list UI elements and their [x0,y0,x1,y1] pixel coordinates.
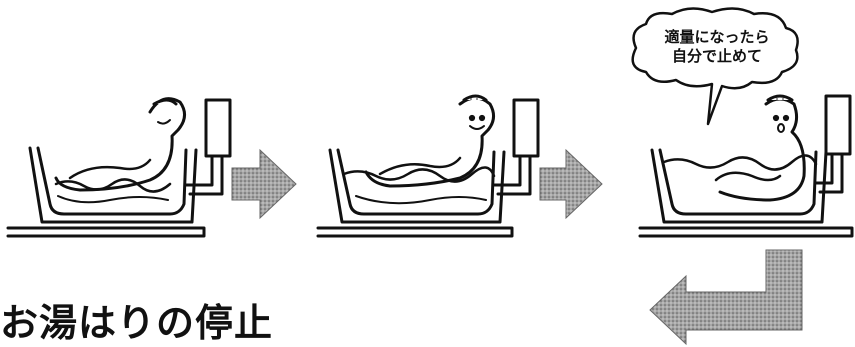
bather [720,99,804,200]
water-heater [514,100,538,156]
bath-scene-filling [318,96,538,236]
arrow-return-left [650,250,802,344]
speech-bubble-line-1: 適量になったら [646,28,788,47]
arrow-right-1 [232,150,296,218]
water-line [664,155,816,169]
arrow-right-2 [540,150,602,218]
bathtub [38,148,186,214]
bathtub [338,150,494,214]
speech-bubble [633,8,798,124]
bath-scene-empty-tub [8,99,230,236]
water-heater [826,96,850,154]
bather [56,99,185,190]
speech-bubble-line-2: 自分で止めて [646,47,788,66]
bath-scene-full [640,96,852,236]
speech-bubble-text: 適量になったら 自分で止めて [646,28,788,66]
section-title: お湯はりの停止 [0,292,273,347]
water-heater [206,100,230,156]
